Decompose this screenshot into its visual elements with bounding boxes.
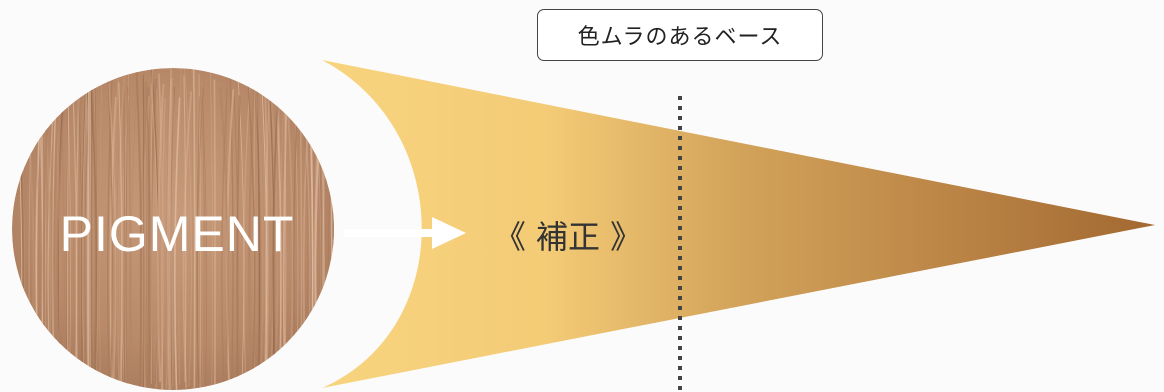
hair-strand xyxy=(261,87,268,382)
hair-strand xyxy=(332,68,334,390)
hair-strand xyxy=(130,68,139,390)
hair-strand xyxy=(107,83,117,383)
hair-strand xyxy=(72,97,78,390)
base-label-box: 色ムラのあるベース xyxy=(537,9,823,61)
hair-strand xyxy=(196,96,201,384)
hair-strand xyxy=(150,83,159,390)
hair-strand xyxy=(165,68,173,390)
hair-strand xyxy=(9,89,10,386)
hair-strand xyxy=(12,85,13,390)
hair-strand xyxy=(82,91,87,383)
base-label-text: 色ムラのあるベース xyxy=(577,25,783,50)
hair-strand xyxy=(128,77,131,382)
correction-label: 《 補正 》 xyxy=(494,218,642,256)
hair-strand xyxy=(142,76,150,390)
hair-strand xyxy=(90,68,97,381)
pigment-label: PIGMENT xyxy=(60,206,295,262)
hair-strand xyxy=(247,81,256,390)
hair-strand xyxy=(209,68,214,387)
hair-strand xyxy=(116,70,126,390)
hair-strand xyxy=(150,68,154,384)
hair-strand xyxy=(272,71,281,382)
hair-strand xyxy=(88,87,91,390)
hair-strand xyxy=(107,80,113,390)
hair-strand xyxy=(107,73,113,388)
hair-strand xyxy=(183,68,192,388)
hair-strand xyxy=(252,68,262,390)
hair-strand xyxy=(201,98,208,390)
hair-strand xyxy=(332,68,334,390)
hair-strand xyxy=(157,83,165,383)
hair-strand xyxy=(229,68,234,383)
hair-strand xyxy=(236,95,241,390)
hair-strand xyxy=(169,86,176,384)
hair-strand xyxy=(202,68,205,390)
hair-strand xyxy=(135,70,143,390)
hair-strand xyxy=(92,70,99,390)
hair-strand xyxy=(168,68,172,390)
hair-strand xyxy=(6,85,11,383)
hair-strand xyxy=(196,70,205,384)
hair-strand xyxy=(160,95,170,389)
hair-strand xyxy=(174,97,181,390)
hair-strand xyxy=(99,69,103,390)
hair-strand xyxy=(172,93,175,390)
hair-strand xyxy=(78,87,83,390)
hair-strand xyxy=(200,85,206,384)
hair-strand xyxy=(258,77,266,390)
hair-strand xyxy=(118,82,123,390)
hair-strand xyxy=(81,77,87,390)
hair-strand xyxy=(142,74,145,390)
hair-strand xyxy=(94,68,98,381)
hair-strand xyxy=(182,91,193,389)
hair-strand xyxy=(167,68,172,390)
right-arrow-icon xyxy=(344,217,466,249)
hair-strand xyxy=(145,81,152,390)
hair-strand xyxy=(77,86,83,390)
hair-strand xyxy=(168,78,173,390)
hair-strand xyxy=(196,68,199,386)
hair-strand xyxy=(248,70,257,390)
hair-strand xyxy=(183,75,187,382)
hair-strand xyxy=(161,97,166,390)
hair-strand xyxy=(141,86,148,383)
correction-cone xyxy=(322,60,1155,388)
hair-strand xyxy=(264,89,269,383)
hair-strand xyxy=(269,68,279,390)
hair-strand xyxy=(171,68,174,385)
hair-strand xyxy=(221,87,229,384)
hair-strand xyxy=(192,68,196,388)
hair-strand xyxy=(255,87,264,381)
hair-strand xyxy=(237,76,245,388)
hair-strand xyxy=(265,86,270,390)
hair-strand xyxy=(123,73,126,390)
hair-strand xyxy=(147,86,151,386)
hair-strand xyxy=(213,79,216,386)
hair-strand xyxy=(269,86,278,381)
hair-strand xyxy=(86,73,89,384)
hair-strand xyxy=(178,68,182,385)
hair-strand xyxy=(201,81,203,390)
hair-strand xyxy=(125,86,129,390)
